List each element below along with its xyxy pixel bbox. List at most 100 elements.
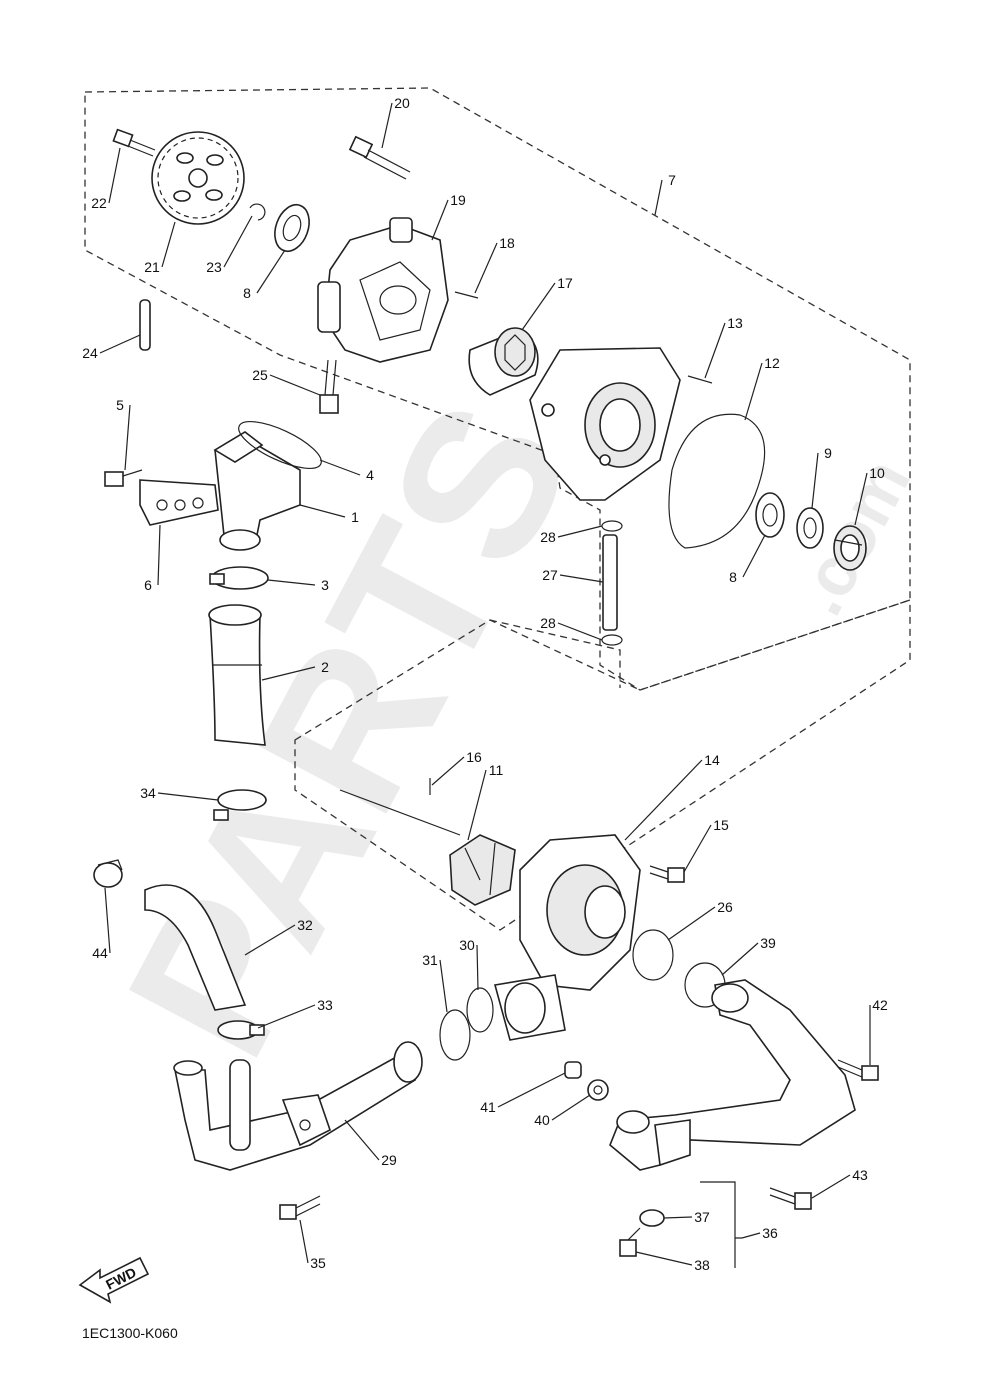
leader-line-37 xyxy=(663,1216,693,1219)
drawing-code: 1EC1300-K060 xyxy=(82,1325,178,1341)
bracket-bolt xyxy=(104,469,143,487)
o-ring-28-lower xyxy=(601,634,623,646)
o-ring-26 xyxy=(632,929,674,981)
callout-24: 24 xyxy=(82,345,98,361)
o-ring-28-upper xyxy=(601,520,623,532)
shaft-bracket-line xyxy=(489,619,621,688)
callout-28: 28 xyxy=(540,529,556,545)
callout-16: 16 xyxy=(466,749,482,765)
leader-line-16 xyxy=(431,756,465,786)
oil-pump-housing xyxy=(317,217,449,363)
leader-line-36 xyxy=(741,1232,761,1239)
leader-line-4 xyxy=(319,459,361,476)
callout-30: 30 xyxy=(459,937,475,953)
oil-pump-sprocket xyxy=(151,131,245,225)
leader-line-28 xyxy=(557,525,603,538)
leader-line-18 xyxy=(474,242,498,294)
joint-pipe xyxy=(602,534,618,631)
callout-5: 5 xyxy=(116,397,124,413)
callout-42: 42 xyxy=(872,997,888,1013)
water-pipe-29 xyxy=(173,1041,423,1171)
bearing-upper xyxy=(274,203,310,253)
callout-14: 14 xyxy=(704,752,720,768)
leader-line-2 xyxy=(261,666,316,681)
leader-line-7 xyxy=(654,179,663,216)
callout-37: 37 xyxy=(694,1209,710,1225)
callout-13: 13 xyxy=(727,315,743,331)
leader-line-5 xyxy=(124,404,131,471)
pipe-bolt-42 xyxy=(837,1059,879,1081)
leader-line-20 xyxy=(381,102,393,149)
leader-line-28 xyxy=(557,622,603,641)
callout-27: 27 xyxy=(542,567,558,583)
callout-35: 35 xyxy=(310,1255,326,1271)
callout-39: 39 xyxy=(760,935,776,951)
callout-21: 21 xyxy=(144,259,160,275)
fwd-arrow-icon: FWD xyxy=(78,1256,150,1304)
leader-line-29 xyxy=(344,1119,380,1161)
callout-9: 9 xyxy=(824,445,832,461)
callout-43: 43 xyxy=(852,1167,868,1183)
leader-line-35 xyxy=(299,1219,309,1264)
callout-7: 7 xyxy=(668,172,676,188)
callout-26: 26 xyxy=(717,899,733,915)
callout-1: 1 xyxy=(351,509,359,525)
hose-clamp-3 xyxy=(209,566,269,590)
callout-33: 33 xyxy=(317,997,333,1013)
callout-28: 28 xyxy=(540,615,556,631)
callout-2: 2 xyxy=(321,659,329,675)
dowel-pin-13 xyxy=(687,375,713,384)
housing-bolt xyxy=(319,359,339,414)
leader-line-10 xyxy=(854,472,868,526)
leader-line-26 xyxy=(667,906,716,941)
callout-6: 6 xyxy=(144,577,152,593)
leader-line-25 xyxy=(269,374,321,396)
leader-line-1 xyxy=(299,504,346,518)
leader-line-15 xyxy=(683,824,712,873)
o-ring-30 xyxy=(466,987,494,1033)
o-ring-31 xyxy=(439,1009,471,1061)
hose-clamp-34 xyxy=(213,789,267,821)
leader-line-33 xyxy=(257,1004,316,1029)
leader-line-32 xyxy=(244,924,296,956)
callout-40: 40 xyxy=(534,1112,550,1128)
callout-4: 4 xyxy=(366,467,374,483)
leader-line-27 xyxy=(559,574,604,583)
oil-seal xyxy=(796,507,824,549)
bracket xyxy=(139,479,219,526)
pump-body-bolt xyxy=(649,865,685,883)
water-hose-32 xyxy=(144,884,247,1011)
leader-line-40 xyxy=(551,1094,591,1121)
callout-36: 36 xyxy=(762,1225,778,1241)
callout-15: 15 xyxy=(713,817,729,833)
callout-11: 11 xyxy=(489,762,504,778)
cover-gasket xyxy=(668,413,766,549)
leader-line-22 xyxy=(108,147,121,204)
leader-line-17 xyxy=(521,282,556,331)
leader-line-30 xyxy=(476,944,479,991)
pump-rotor xyxy=(468,327,539,396)
callout-10: 10 xyxy=(869,465,885,481)
leader-line-14 xyxy=(624,759,703,841)
plug-41 xyxy=(564,1061,582,1079)
leader-line-8 xyxy=(256,249,286,294)
dowel-pin-18 xyxy=(454,291,479,299)
group-bracket-36 xyxy=(700,1181,742,1268)
impeller-shaft xyxy=(339,789,461,836)
callout-19: 19 xyxy=(450,192,466,208)
callout-12: 12 xyxy=(764,355,780,371)
leader-line-38 xyxy=(635,1251,693,1266)
hose-clamp-33 xyxy=(217,1020,265,1040)
bearing-lower xyxy=(755,492,785,538)
callout-23: 23 xyxy=(206,259,222,275)
leader-line-12 xyxy=(744,362,763,421)
leader-line-19 xyxy=(431,199,449,241)
leader-line-34 xyxy=(157,792,219,801)
callout-22: 22 xyxy=(91,195,107,211)
callout-labels: 1234567889101112131415161718192021222324… xyxy=(82,95,888,1273)
callout-8: 8 xyxy=(243,285,251,301)
washer-37 xyxy=(639,1209,665,1227)
leader-line-11 xyxy=(467,769,487,841)
pump-cover-upper xyxy=(529,347,681,501)
